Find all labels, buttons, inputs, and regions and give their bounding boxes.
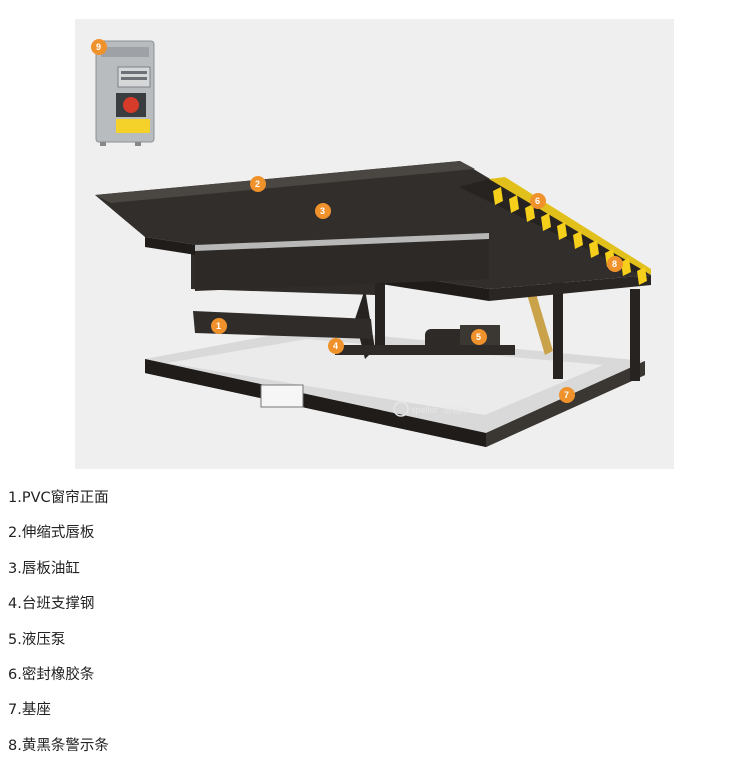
legend-item-warning-stripe: 8.黄黑条警示条 bbox=[8, 737, 109, 754]
control-box bbox=[95, 40, 155, 146]
callout-3: 3 bbox=[315, 203, 331, 219]
callout-9: 9 bbox=[91, 39, 107, 55]
brand-cn-text: 斯佩乐 bbox=[443, 404, 470, 415]
callout-4: 4 bbox=[328, 338, 344, 354]
legend-item-base: 7.基座 bbox=[8, 702, 51, 719]
svg-text:3: 3 bbox=[320, 206, 325, 216]
svg-text:8: 8 bbox=[612, 259, 617, 269]
legend-item-hydraulic-pump: 5.液压泵 bbox=[8, 631, 66, 648]
svg-text:6: 6 bbox=[535, 196, 540, 206]
callout-2: 2 bbox=[250, 176, 266, 192]
svg-text:5: 5 bbox=[476, 332, 481, 342]
callout-5: 5 bbox=[471, 329, 487, 345]
brand-text: spellor bbox=[411, 405, 438, 415]
callout-1: 1 bbox=[211, 318, 227, 334]
callout-6: 6 bbox=[530, 193, 546, 209]
legend-item-support-steel: 4.台班支撑钢 bbox=[8, 596, 95, 613]
callout-8: 8 bbox=[607, 256, 623, 272]
legend-item-telescopic-lip: 2.伸缩式唇板 bbox=[8, 525, 95, 542]
legend-item-rubber-seal: 6.密封橡胶条 bbox=[8, 666, 95, 683]
svg-text:1: 1 bbox=[216, 321, 221, 331]
base-frame: spellor 斯佩乐 bbox=[145, 329, 645, 447]
legend-item-lip-cylinder: 3.唇板油缸 bbox=[8, 560, 80, 577]
svg-text:4: 4 bbox=[333, 341, 338, 351]
product-illustration: spellor 斯佩乐 bbox=[75, 19, 674, 469]
svg-text:9: 9 bbox=[96, 42, 101, 52]
callout-7: 7 bbox=[559, 387, 575, 403]
platform-deck bbox=[95, 161, 651, 301]
component-legend: 1.PVC窗帘正面 2.伸缩式唇板 3.唇板油缸 4.台班支撑钢 5.液压泵 6… bbox=[8, 486, 109, 769]
svg-text:2: 2 bbox=[255, 179, 260, 189]
legend-item-pvc-curtain: 1.PVC窗帘正面 bbox=[8, 490, 109, 506]
callout-badges: 1 2 3 4 5 6 7 bbox=[91, 39, 623, 403]
svg-text:7: 7 bbox=[564, 390, 569, 400]
